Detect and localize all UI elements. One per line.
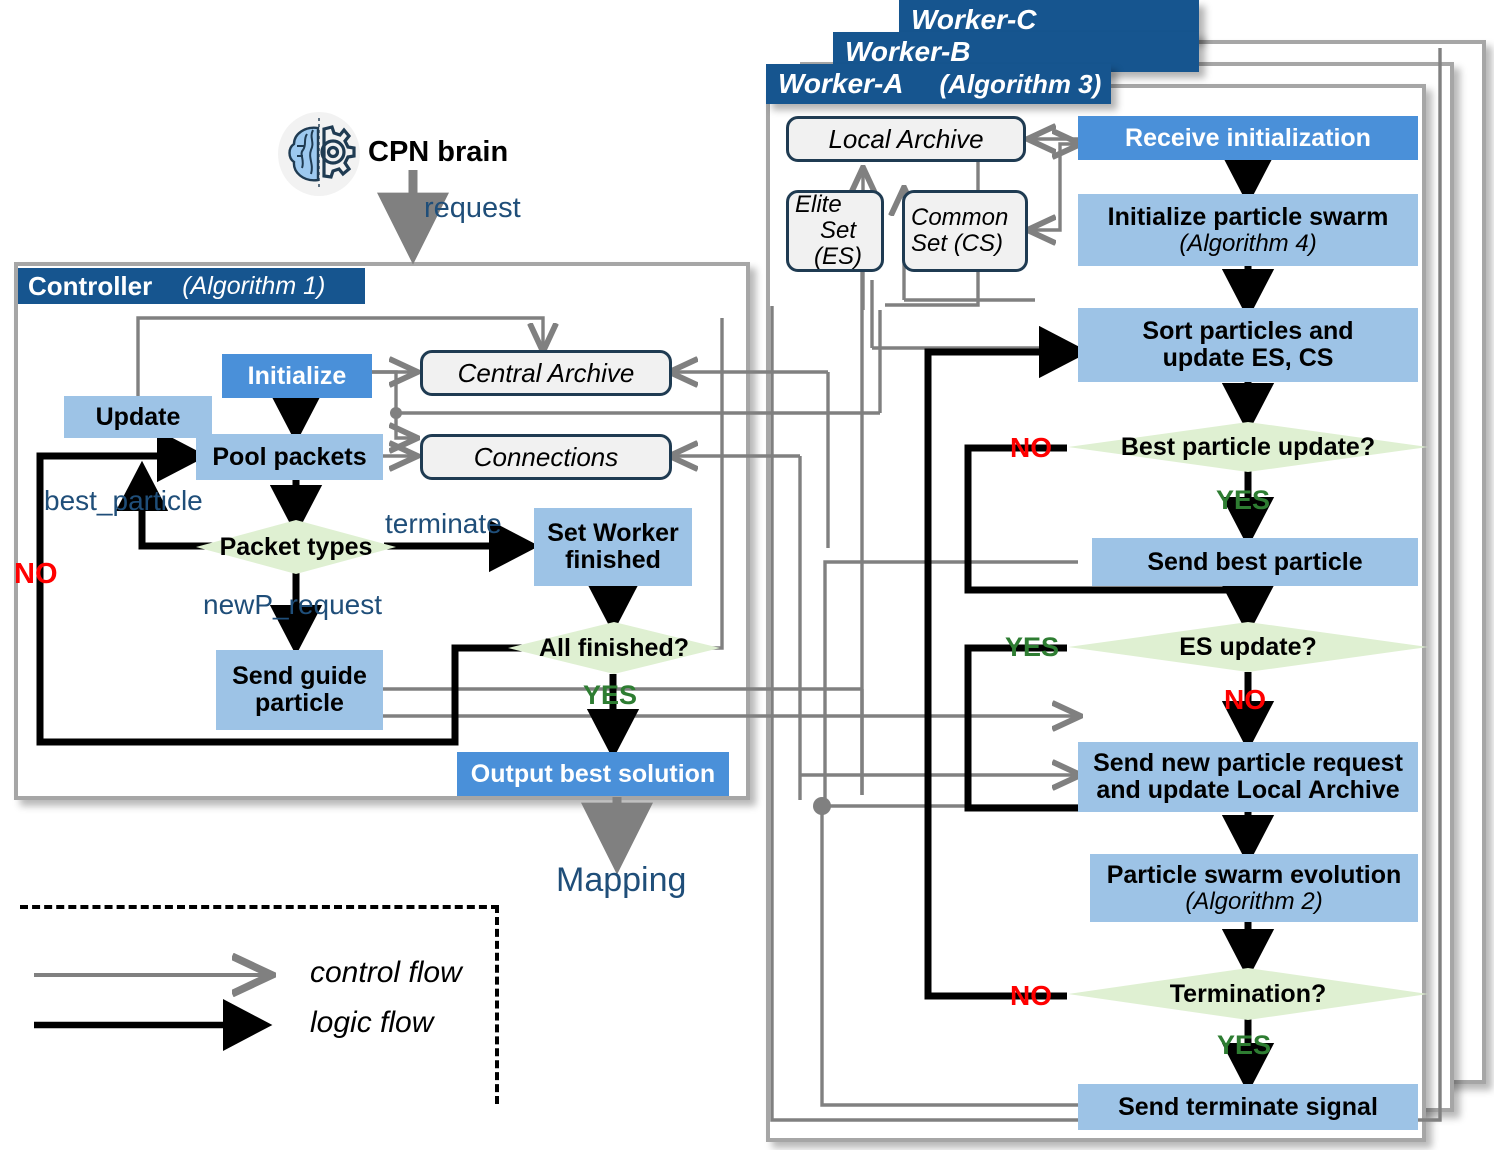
worker-common-set-store[interactable]: Common Set (CS) [902, 190, 1028, 272]
worker-es-update-decision[interactable]: ES update? [1068, 622, 1428, 672]
output-best-solution-label: Output best solution [470, 759, 716, 788]
label-termination-yes: YES [1217, 1030, 1272, 1060]
initialize-swarm-sub: (Algorithm 4) [1179, 229, 1317, 257]
sort-particles-line2: update ES, CS [1162, 344, 1334, 372]
send-guide-line2: particle [255, 689, 344, 717]
label-controller-yes: YES [583, 680, 638, 710]
send-new-request-line1: Send new particle request [1093, 749, 1403, 777]
worker-termination-decision[interactable]: Termination? [1068, 968, 1428, 1020]
label-mapping: Mapping [556, 861, 687, 899]
label-es-update-yes: YES [1005, 632, 1060, 662]
controller-all-finished-decision[interactable]: All finished? [508, 622, 720, 674]
elite-set-line1: Elite [795, 191, 842, 219]
label-best-particle-yes: YES [1216, 485, 1271, 515]
es-update-label: ES update? [1179, 632, 1317, 661]
controller-output-best-solution-box[interactable]: Output best solution [457, 752, 729, 796]
controller-header: Controller (Algorithm 1) [18, 268, 365, 304]
controller-packet-types-decision[interactable]: Packet types [196, 520, 396, 574]
label-best-particle: best_particle [44, 485, 203, 516]
worker-initialize-swarm-box[interactable]: Initialize particle swarm (Algorithm 4) [1078, 194, 1418, 266]
worker-send-best-particle-box[interactable]: Send best particle [1092, 538, 1418, 586]
controller-initialize-box[interactable]: Initialize [222, 354, 372, 398]
worker-local-archive-store[interactable]: Local Archive [786, 116, 1026, 162]
sort-particles-line1: Sort particles and [1142, 317, 1354, 345]
set-worker-finished-line2: finished [565, 546, 661, 574]
swarm-evolution-label: Particle swarm evolution [1106, 860, 1402, 889]
label-terminate: terminate [385, 508, 502, 539]
cpn-brain-label: CPN brain [368, 136, 509, 168]
swarm-evolution-sub: (Algorithm 2) [1185, 887, 1323, 915]
worker-tab-c-label: Worker-C [911, 4, 1037, 35]
termination-label: Termination? [1169, 979, 1327, 1008]
best-particle-update-label: Best particle update? [1120, 432, 1376, 461]
worker-send-new-particle-request-box[interactable]: Send new particle request and update Loc… [1078, 742, 1418, 812]
initialize-swarm-label: Initialize particle swarm [1107, 202, 1389, 231]
worker-best-particle-update-decision[interactable]: Best particle update? [1068, 422, 1428, 472]
worker-elite-set-store[interactable]: Elite Set (ES) [786, 190, 884, 272]
controller-send-guide-particle-box[interactable]: Send guide particle [216, 650, 383, 730]
worker-tab-a-label: Worker-A [778, 68, 904, 99]
worker-particle-swarm-evolution-box[interactable]: Particle swarm evolution (Algorithm 2) [1090, 854, 1418, 922]
all-finished-label: All finished? [539, 633, 689, 662]
connections-label: Connections [473, 441, 619, 472]
label-termination-no: NO [1010, 980, 1052, 1011]
controller-initialize-label: Initialize [247, 361, 347, 390]
controller-header-name: Controller [28, 270, 153, 301]
worker-header-algorithm: (Algorithm 3) [939, 68, 1102, 99]
worker-tab-b-label: Worker-B [845, 36, 971, 67]
legend-control-flow-label: control flow [310, 956, 462, 989]
send-terminate-label: Send terminate signal [1118, 1092, 1378, 1121]
set-worker-finished-line1: Set Worker [547, 519, 679, 547]
cpn-brain-icon [277, 112, 361, 196]
elite-set-line2: Set (ES) [814, 217, 862, 270]
controller-pool-packets-label: Pool packets [212, 442, 367, 471]
label-controller-no: NO [14, 558, 58, 590]
send-best-particle-label: Send best particle [1147, 547, 1363, 576]
controller-update-label: Update [95, 402, 181, 431]
worker-send-terminate-signal-box[interactable]: Send terminate signal [1078, 1084, 1418, 1130]
label-es-update-no: NO [1224, 684, 1266, 715]
controller-update-box[interactable]: Update [64, 396, 212, 438]
receive-initialization-label: Receive initialization [1125, 123, 1371, 152]
common-set-line2: Set (CS) [911, 230, 1004, 257]
send-guide-line1: Send guide [232, 662, 367, 690]
request-label: request [424, 192, 521, 224]
worker-sort-particles-box[interactable]: Sort particles and update ES, CS [1078, 308, 1418, 382]
controller-set-worker-finished-box[interactable]: Set Worker finished [534, 508, 692, 586]
common-set-line1: Common [911, 204, 1009, 232]
legend-logic-flow-label: logic flow [310, 1006, 434, 1039]
controller-pool-packets-box[interactable]: Pool packets [196, 434, 383, 480]
worker-tab-a[interactable]: Worker-A (Algorithm 3) [766, 64, 1111, 104]
label-best-particle-no: NO [1010, 432, 1052, 463]
legend-border [20, 905, 499, 1104]
send-new-request-line2: and update Local Archive [1096, 776, 1400, 804]
packet-types-label: Packet types [219, 532, 373, 561]
label-newp-request: newP_request [203, 589, 383, 620]
central-archive-label: Central Archive [457, 357, 635, 388]
controller-connections-store[interactable]: Connections [420, 434, 672, 480]
controller-header-algorithm: (Algorithm 1) [182, 271, 326, 300]
local-archive-label: Local Archive [828, 123, 984, 154]
worker-receive-initialization-box[interactable]: Receive initialization [1078, 116, 1418, 160]
controller-central-archive-store[interactable]: Central Archive [420, 350, 672, 396]
